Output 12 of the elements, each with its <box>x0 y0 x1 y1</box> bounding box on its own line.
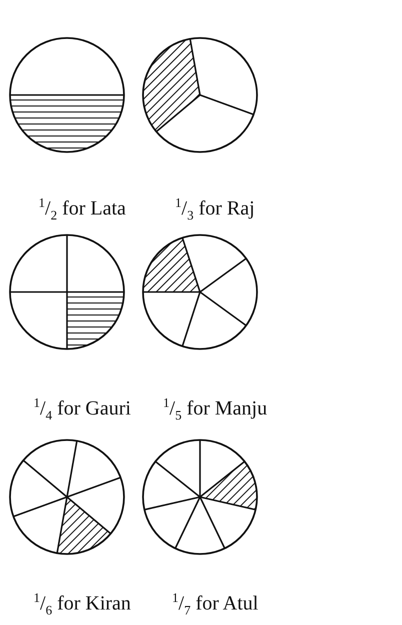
fraction-circle-drawing <box>9 37 125 153</box>
fraction-label: $^{1}$/$_{7}$ for Atul <box>172 590 258 620</box>
fraction-circle-drawing <box>9 234 125 350</box>
fraction-label: $^{1}$/$_{5}$ for Manju <box>163 395 268 425</box>
fraction-circle-drawing <box>9 439 125 555</box>
fraction-circle-drawing <box>142 234 258 350</box>
fraction-label: $^{1}$/$_{3}$ for Raj <box>175 195 255 225</box>
fraction-circle-drawing <box>142 37 258 153</box>
fraction-label: $^{1}$/$_{6}$ for Kiran <box>34 590 131 620</box>
fraction-label: $^{1}$/$_{2}$ for Lata <box>38 195 126 225</box>
fraction-label: $^{1}$/$_{4}$ for Gauri <box>34 395 131 425</box>
fraction-circle-drawing <box>142 439 258 555</box>
